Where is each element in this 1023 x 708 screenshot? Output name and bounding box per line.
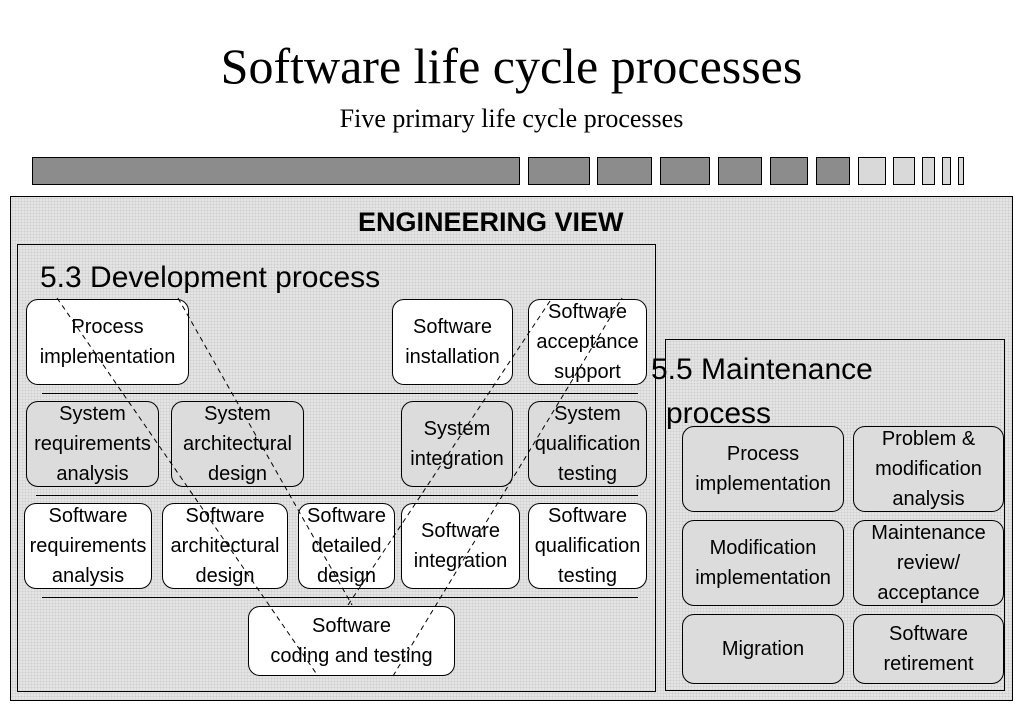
bar-segment xyxy=(893,157,915,185)
modification-implementation-box: Modification implementation xyxy=(682,520,844,606)
bar-segment xyxy=(770,157,808,185)
row-separator xyxy=(42,597,638,598)
bar-segment xyxy=(718,157,762,185)
bar-segment xyxy=(597,157,652,185)
row-separator xyxy=(42,393,638,394)
maintenance-review-acceptance-box: Maintenance review/ acceptance xyxy=(853,520,1004,606)
system-architectural-design-box: System architectural design xyxy=(171,401,304,487)
problem-modification-analysis-box: Problem & modification analysis xyxy=(853,426,1004,512)
bar-segment xyxy=(816,157,850,185)
maintenance-title-line2: process xyxy=(666,397,772,430)
software-coding-and-testing-box: Software coding and testing xyxy=(248,606,455,676)
engineering-view-title: ENGINEERING VIEW xyxy=(358,207,624,237)
software-integration-box: Software integration xyxy=(401,503,520,589)
maintenance-title-line1: 5.5 Maintenance xyxy=(651,353,873,386)
software-detailed-design-box: Software detailed design xyxy=(298,503,395,589)
system-requirements-analysis-box: System requirements analysis xyxy=(26,401,159,487)
bar-segment xyxy=(32,157,520,185)
software-retirement-box: Software retirement xyxy=(853,614,1004,684)
maintenance-process-title: 5.5 Maintenance process xyxy=(651,348,891,436)
software-installation-box: Software installation xyxy=(392,299,513,385)
bar-segment xyxy=(858,157,886,185)
software-requirements-analysis-box: Software requirements analysis xyxy=(24,503,152,589)
migration-box: Migration xyxy=(682,614,844,684)
bar-segment xyxy=(958,157,964,185)
development-process-title: 5.3 Development process xyxy=(40,261,381,294)
system-qualification-testing-box: System qualification testing xyxy=(528,401,647,487)
bar-segment xyxy=(942,157,951,185)
software-architectural-design-box: Software architectural design xyxy=(162,503,288,589)
system-integration-box: System integration xyxy=(401,401,513,487)
software-qualification-testing-box: Software qualification testing xyxy=(528,503,647,589)
bar-segment xyxy=(660,157,710,185)
page-title: Software life cycle processes xyxy=(220,38,803,94)
bar-segment xyxy=(922,157,935,185)
row-separator xyxy=(36,495,638,496)
page-subtitle: Five primary life cycle processes xyxy=(339,104,684,133)
bar-segment xyxy=(528,157,590,185)
maint-process-implementation-box: Process implementation xyxy=(682,426,844,512)
dev-process-implementation-box: Process implementation xyxy=(26,299,189,385)
software-acceptance-support-box: Software acceptance support xyxy=(528,299,647,385)
